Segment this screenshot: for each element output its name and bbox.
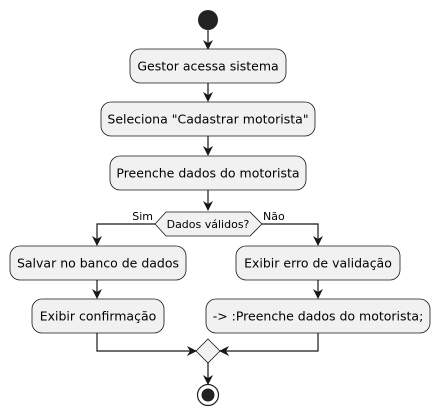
edge-no2-merge: [219, 333, 319, 356]
activity-label: Exibir erro de validação: [244, 256, 392, 271]
merge-node: [195, 338, 221, 364]
activity-exibir-confirmacao: Exibir confirmação: [31, 298, 165, 334]
activity-exibir-erro-de-validacao: Exibir erro de validação: [235, 245, 401, 281]
edges: [92, 30, 323, 385]
start-node: [198, 10, 218, 30]
decision-dados-validos: Dados válidos?: [154, 211, 263, 237]
decision-question: Dados válidos?: [167, 218, 250, 231]
activity-label: Preenche dados do motorista: [116, 166, 299, 181]
activity-gestor-acessa-sistema: Gestor acessa sistema: [129, 48, 287, 84]
activity-label: Salvar no banco de dados: [17, 256, 179, 271]
activity-salvar-no-banco-de-dados: Salvar no banco de dados: [9, 245, 187, 281]
activity-preenche-dados-do-motorista-goto: -> :Preenche dados do motorista;: [205, 298, 431, 334]
end-node: [196, 383, 220, 407]
edge-yes2-merge: [96, 333, 197, 356]
edge-decision-no: [262, 223, 323, 246]
activity-preenche-dados-do-motorista: Preenche dados do motorista: [109, 155, 307, 191]
decision-yes-label: Sim: [132, 210, 153, 223]
activity-label: Exibir confirmação: [40, 309, 157, 324]
activity-label: -> :Preenche dados do motorista;: [213, 309, 424, 324]
activity-label: Gestor acessa sistema: [137, 59, 278, 74]
activity-seleciona-cadastrar-motorista: Seleciona "Cadastrar motorista": [100, 101, 316, 137]
decision-no-label: Não: [263, 210, 285, 223]
edge-decision-yes: [92, 223, 155, 246]
activity-label: Seleciona "Cadastrar motorista": [107, 112, 308, 127]
